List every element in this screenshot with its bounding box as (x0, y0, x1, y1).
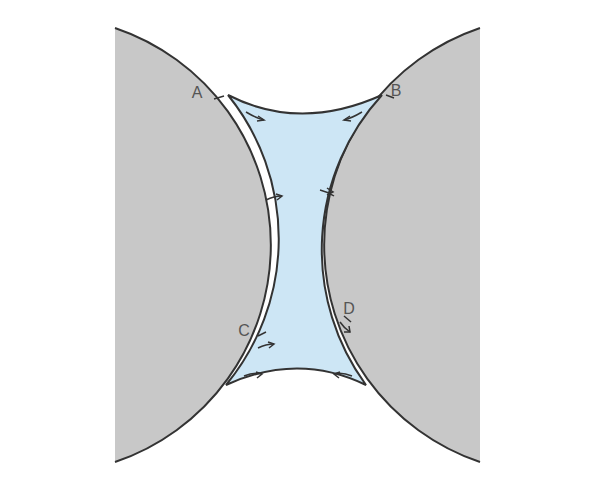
point-label: B (391, 83, 402, 99)
point-label: C (238, 323, 250, 339)
liquid-bridge (226, 95, 382, 385)
right-particle (324, 28, 480, 462)
flow-arrows (244, 112, 362, 378)
right-particle-outline (324, 28, 480, 462)
leader-lines (214, 95, 394, 336)
point-label: D (343, 301, 355, 317)
left-particle (115, 28, 271, 462)
left-particle-outline (115, 28, 271, 462)
point-label: A (192, 85, 203, 101)
